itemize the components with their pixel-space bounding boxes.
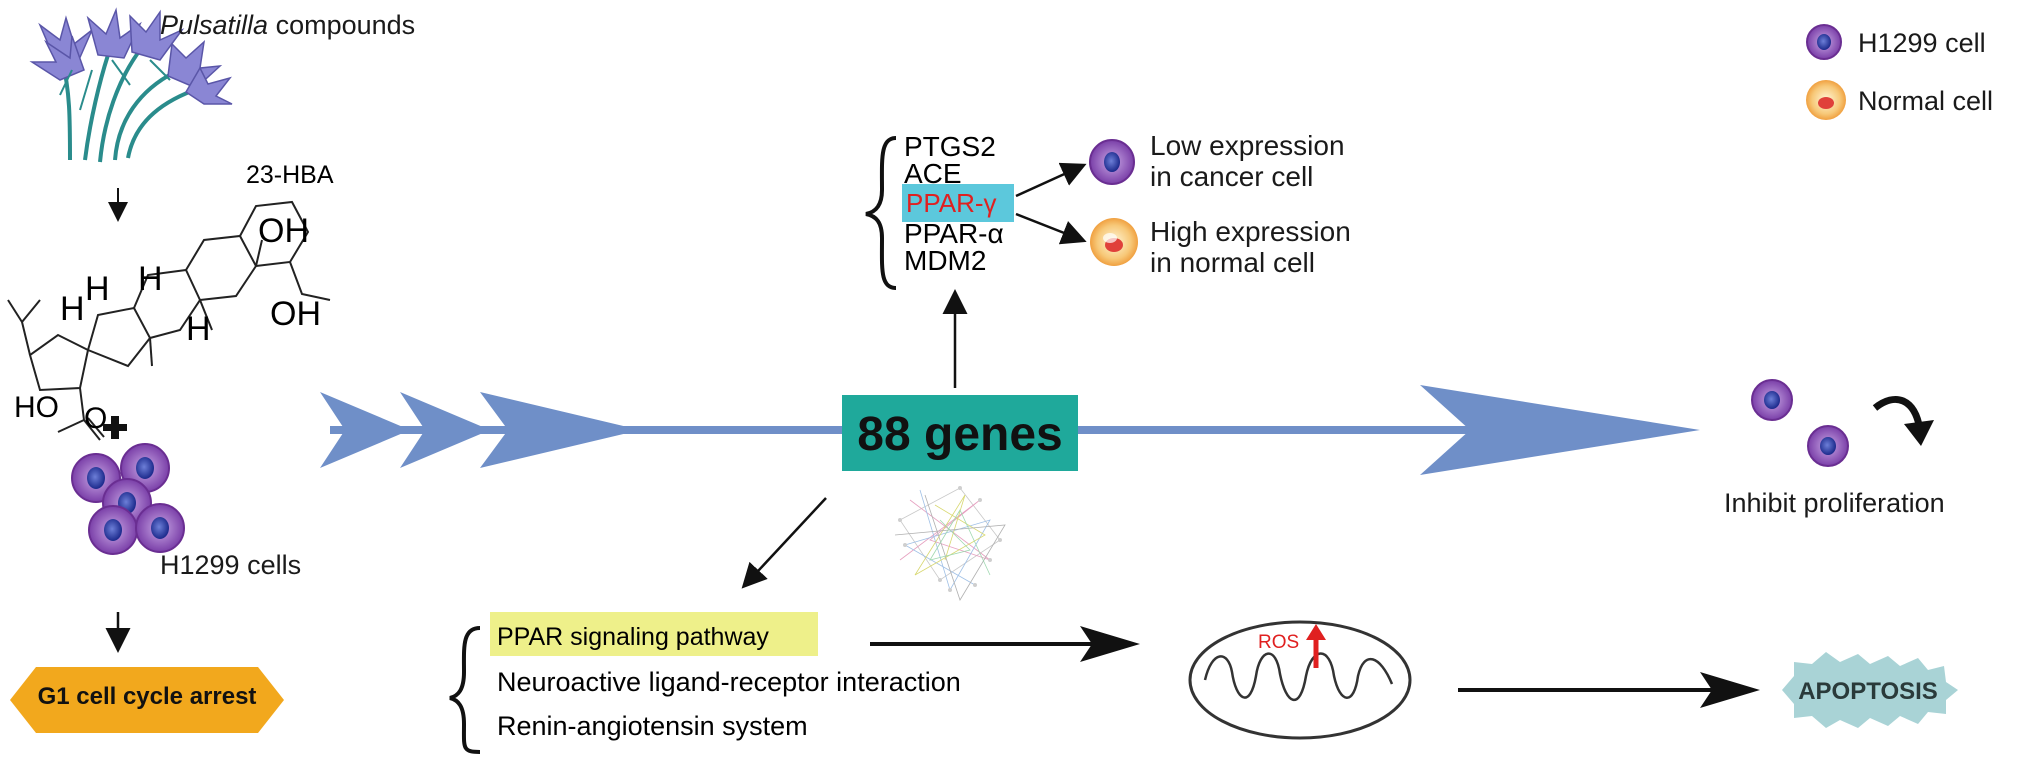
arrow-genes-to-pathways (741, 497, 827, 589)
genes-box (842, 395, 1078, 471)
molecule-oh-label-2: OH (270, 295, 321, 333)
low-expression-line-2: in cancer cell (1150, 161, 1314, 192)
high-expression-text: High expression in normal cell (1150, 216, 1351, 278)
cells-label: H1299 cells (160, 550, 302, 580)
apoptosis-badge (1782, 652, 1958, 728)
molecule-ho-label: HO (14, 391, 59, 424)
pathway-item: Renin-angiotensin system (497, 711, 808, 741)
high-expression-line-2: in normal cell (1150, 247, 1315, 278)
network-graph-icon (894, 486, 1006, 601)
arrow-to-high-expression (1015, 212, 1087, 245)
arrow-ros-to-apoptosis (1458, 672, 1760, 708)
pathway-item-highlighted: PPAR signaling pathway (497, 623, 769, 651)
arrest-badge (10, 667, 284, 733)
pathway-list-brace (449, 626, 481, 754)
cancer-cell-icon (1089, 139, 1135, 185)
legend-h1299-icon (1806, 24, 1842, 60)
gene-item: MDM2 (904, 245, 986, 276)
outcome-label: Inhibit proliferation (1724, 488, 1945, 518)
normal-cell-icon (1090, 218, 1138, 266)
arrow-to-low-expression (1015, 162, 1087, 198)
legend-h1299-label: H1299 cell (1858, 28, 1986, 58)
molecule-h-label-2: H (138, 260, 163, 298)
molecule-h-label-1: H (85, 270, 110, 308)
gene-list-brace (865, 136, 897, 290)
molecule-name: 23-HBA (246, 161, 334, 189)
molecule-structure (7, 200, 331, 441)
molecule-o-label: O (84, 402, 107, 435)
compound-title: Pulsatilla compounds (160, 10, 415, 41)
pulsatilla-flower-icon (29, 7, 233, 163)
molecule-oh-label-1: OH (258, 212, 309, 250)
ros-label: ROS (1258, 632, 1299, 653)
curved-down-arrow-icon (1872, 395, 1934, 446)
h1299-cell-cluster (71, 443, 185, 555)
legend-normal-icon (1806, 80, 1846, 120)
outcome-cell-icon (1751, 379, 1793, 421)
ppar-gamma-highlight (902, 184, 1014, 222)
mitochondrion-icon (1188, 620, 1412, 740)
genes-box-label: 88 genes (857, 408, 1062, 461)
low-expression-text: Low expression in cancer cell (1150, 130, 1345, 192)
compound-title-suffix: compounds (268, 10, 416, 40)
molecule-h-label-3: H (186, 310, 211, 348)
low-expression-line-1: Low expression (1150, 130, 1345, 161)
pathway-item: Neuroactive ligand-receptor interaction (497, 667, 961, 697)
gene-item: ACE (904, 158, 962, 189)
apoptosis-label: APOPTOSIS (1798, 678, 1938, 705)
ppar-pathway-highlight (490, 612, 818, 656)
molecule-h-label-4: H (60, 290, 85, 328)
outcome-cell-icon (1807, 425, 1849, 467)
compound-title-genus: Pulsatilla (160, 10, 269, 40)
gene-item: PTGS2 (904, 131, 996, 162)
gene-item-highlighted: PPAR-γ (906, 188, 997, 218)
gene-item: PPAR-α (904, 218, 1004, 249)
high-expression-line-1: High expression (1150, 216, 1351, 247)
gene-list: PTGS2 ACE PPAR-γ PPAR-α MDM2 (904, 131, 1004, 276)
arrow-pathway-to-ros (870, 626, 1140, 662)
arrest-label: G1 cell cycle arrest (37, 683, 257, 710)
legend-normal-label: Normal cell (1858, 86, 1994, 116)
plus-icon (103, 416, 127, 439)
